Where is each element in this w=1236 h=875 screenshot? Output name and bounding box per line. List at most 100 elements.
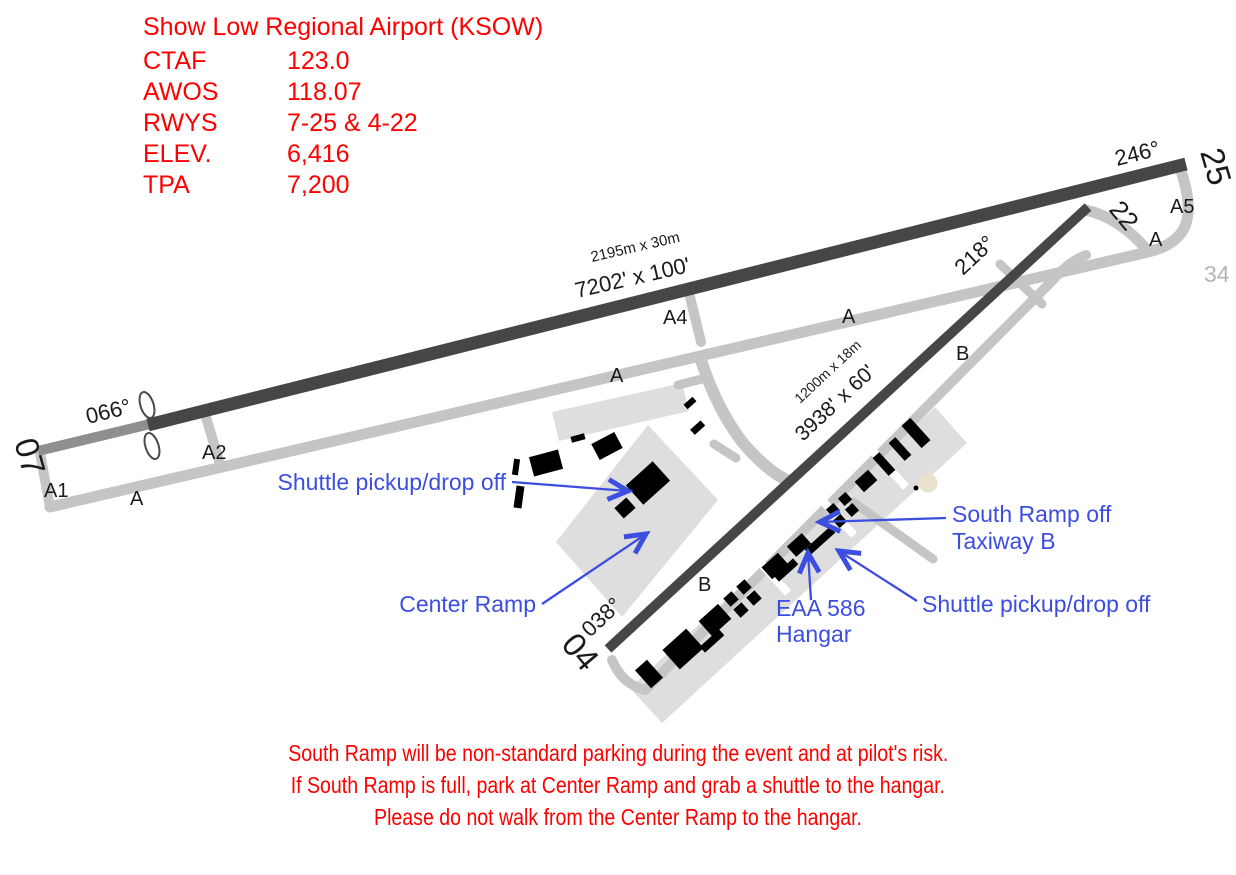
taxiway-label-b-north: B <box>956 343 969 365</box>
building <box>511 458 521 476</box>
airport-title: Show Low Regional Airport (KSOW) <box>143 13 544 41</box>
taxiway-a2-connector <box>201 412 224 466</box>
runway-25-number: 25 <box>1193 144 1236 189</box>
taxiway-a1-connector <box>35 448 55 512</box>
buildings <box>511 396 931 689</box>
apron-access-curve <box>694 351 795 487</box>
building <box>746 590 762 606</box>
taxiway-label-a5: A5 <box>1170 196 1194 218</box>
tank-circle <box>918 473 938 493</box>
info-value: 123.0 <box>287 47 350 75</box>
note-line-3: Please do not walk from the Center Ramp … <box>374 804 862 830</box>
note-line-1: South Ramp will be non-standard parking … <box>287 740 949 766</box>
taxiway-label-a1: A1 <box>44 480 68 502</box>
building <box>528 449 564 477</box>
annotation-eaa-line1: EAA 586 <box>776 595 866 621</box>
info-value: 7-25 & 4-22 <box>287 109 418 137</box>
taxiway-a4-connector <box>685 292 706 347</box>
taxiway-b-runway04-connector <box>607 655 650 695</box>
building <box>786 533 812 557</box>
info-label: ELEV. <box>143 140 212 168</box>
taxiway-label-a-west: A <box>130 488 144 510</box>
taxiway-label-a2: A2 <box>202 442 226 464</box>
runways <box>36 157 1188 653</box>
faded-edge-label: 34 <box>1204 261 1230 287</box>
annotation-eaa-line2: Hangar <box>776 621 852 647</box>
building <box>698 603 732 637</box>
building <box>837 491 853 507</box>
tank-dot <box>913 485 919 491</box>
info-row-elev: ELEV. 6,416 <box>143 139 543 170</box>
annotation-south-ramp-line2: Taxiway B <box>952 528 1056 554</box>
arrow-south-ramp <box>820 518 947 522</box>
info-label: TPA <box>143 171 190 199</box>
building <box>625 461 671 505</box>
north-apron-stub <box>673 374 707 390</box>
arrow-shuttle-center <box>511 482 628 491</box>
threshold-loop <box>143 432 161 460</box>
southeast-exit-road <box>848 497 938 564</box>
building <box>888 437 912 461</box>
north-apron <box>552 383 689 441</box>
info-value: 118.07 <box>287 78 362 106</box>
heading-066: 066° <box>83 394 133 429</box>
intersection-connector <box>995 259 1047 309</box>
building <box>854 469 878 493</box>
arrow-eaa-hangar <box>808 553 811 601</box>
annotation-shuttle-center: Shuttle pickup/drop off <box>278 469 507 495</box>
info-label: CTAF <box>143 47 207 75</box>
taxiway-label-a-east: A <box>1149 229 1163 251</box>
annotation-shuttle-south: Shuttle pickup/drop off <box>922 591 1151 617</box>
annotation-south-ramp-line1: South Ramp off <box>952 501 1112 527</box>
parking-notes: South Ramp will be non-standard parking … <box>0 737 1236 833</box>
taxiway-label-a4: A4 <box>663 307 687 329</box>
note-line-2: If South Ramp is full, park at Center Ra… <box>290 772 946 798</box>
taxiways <box>35 165 1194 695</box>
building <box>570 433 586 443</box>
info-value: 7,200 <box>287 171 350 199</box>
fuel-tank <box>913 473 938 493</box>
annotation-arrows <box>511 482 947 605</box>
annotation-center-ramp: Center Ramp <box>399 591 536 617</box>
runway-4-22 <box>604 203 1092 653</box>
threshold-loop <box>138 391 156 419</box>
info-row-ctaf: CTAF 123.0 <box>143 46 543 77</box>
building <box>683 396 697 410</box>
info-value: 6,416 <box>287 140 350 168</box>
airport-info-block: Show Low Regional Airport (KSOW) CTAF 12… <box>143 12 543 201</box>
taxiway-a <box>44 165 1194 513</box>
runway22-threshold-connector <box>1080 204 1153 256</box>
info-label: RWYS <box>143 109 218 137</box>
building <box>591 431 623 461</box>
runway-7-25 <box>146 157 1188 432</box>
building <box>699 629 725 653</box>
taxiway-label-a-center: A <box>610 365 624 387</box>
building <box>723 591 739 607</box>
info-row-rwys: RWYS 7-25 & 4-22 <box>143 108 543 139</box>
building <box>614 497 636 519</box>
info-row-tpa: TPA 7,200 <box>143 170 543 201</box>
center-ramp-stub <box>709 439 741 463</box>
building <box>872 452 896 476</box>
building <box>635 659 663 689</box>
building <box>662 628 704 670</box>
building <box>901 417 931 449</box>
building <box>690 420 706 435</box>
taxiway-label-a-mid: A <box>842 306 856 328</box>
south-ramp-apron <box>630 407 967 723</box>
building <box>773 558 799 582</box>
info-label: AWOS <box>143 78 219 106</box>
center-ramp-apron <box>556 425 718 617</box>
arrow-shuttle-south <box>839 551 918 602</box>
runway-22-number: 22 <box>1103 195 1145 236</box>
building <box>736 579 752 595</box>
runway-7-displaced-threshold <box>36 419 152 456</box>
building <box>761 552 789 580</box>
threshold-marker-icon <box>138 391 161 460</box>
info-row-awos: AWOS 118.07 <box>143 77 543 108</box>
building <box>733 602 749 618</box>
building <box>513 485 525 509</box>
building <box>844 502 860 518</box>
